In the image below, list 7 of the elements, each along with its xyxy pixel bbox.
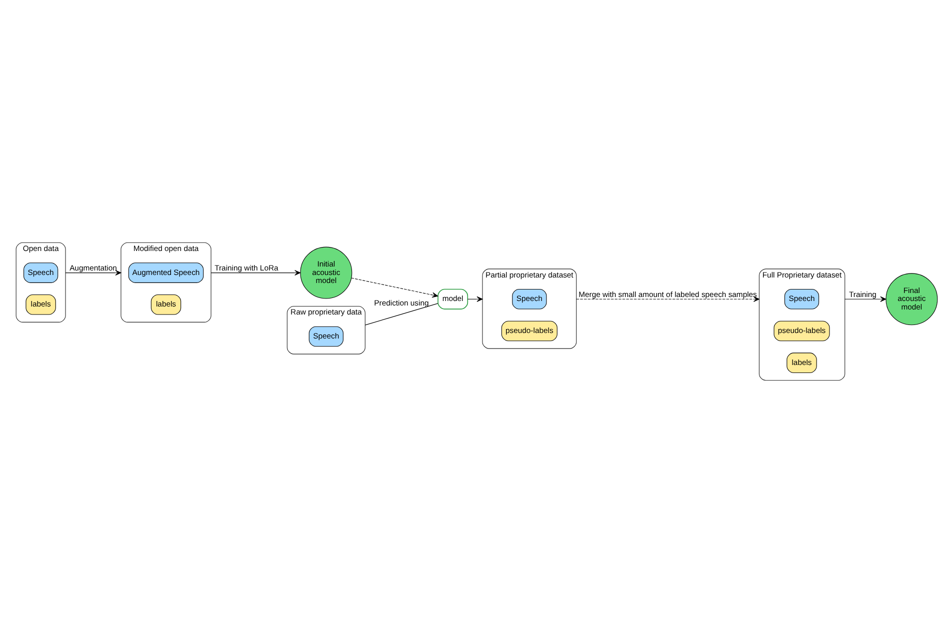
- arrow: [351, 278, 438, 298]
- arrow: [576, 296, 760, 302]
- connector: [364, 303, 438, 326]
- arrow: [844, 296, 886, 302]
- arrow: [210, 270, 301, 276]
- arrow: [65, 270, 122, 276]
- arrow: [467, 296, 483, 302]
